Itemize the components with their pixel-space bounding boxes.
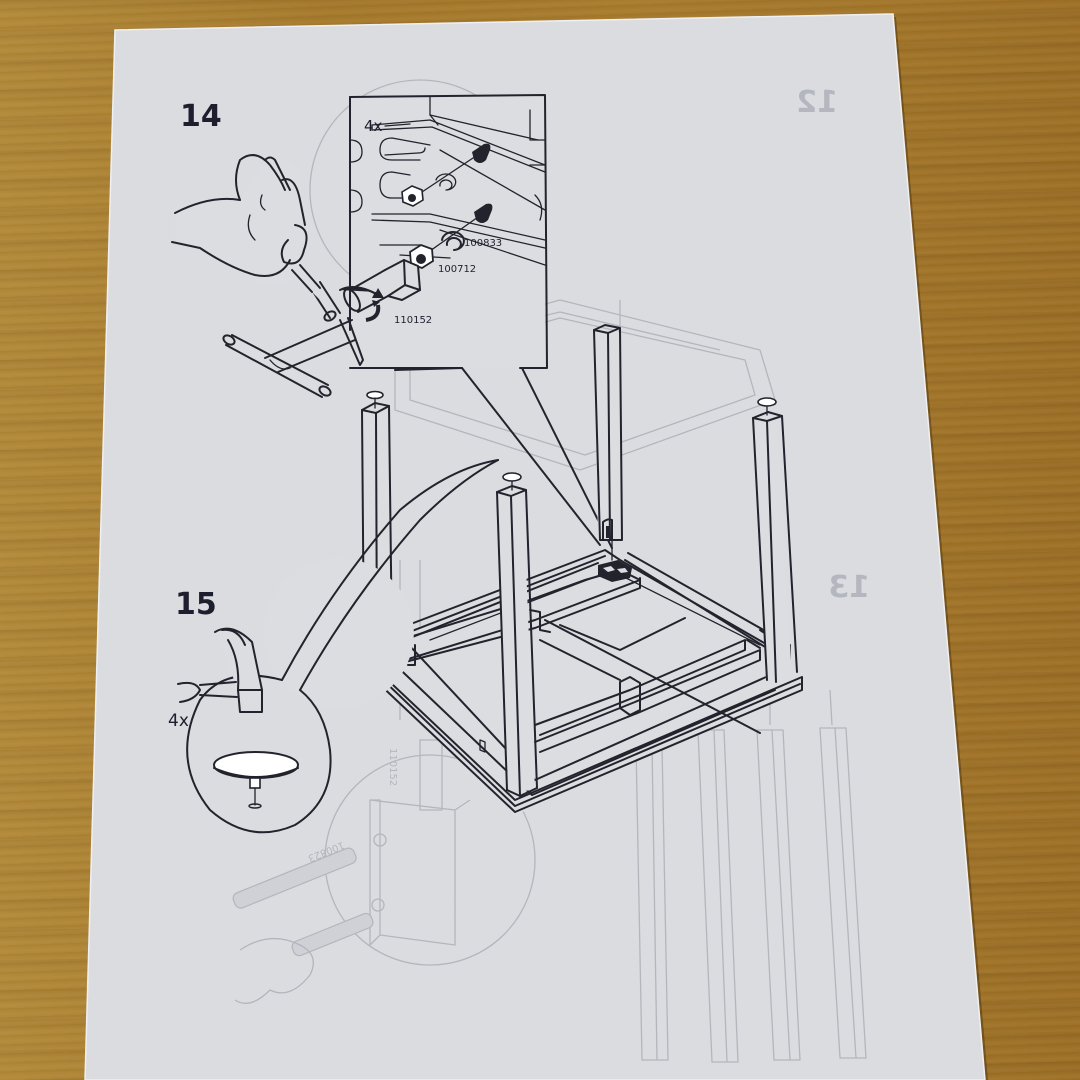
step-number-15: 15 [175, 587, 217, 622]
part-label-100833: 100833 [464, 238, 502, 249]
part-label-100712: 100712 [438, 264, 476, 275]
step-14: 14 [171, 94, 613, 549]
paper-edge [84, 13, 986, 1080]
socket-tool-icon [339, 259, 421, 322]
step-15: 15 4x [168, 459, 499, 834]
svg-text:12: 12 [796, 85, 838, 120]
step-14-multiplier: 4x [364, 117, 383, 135]
hammer-icon [177, 626, 263, 715]
svg-text:13: 13 [828, 570, 870, 605]
table-leg-front-right [752, 397, 798, 683]
table-leg-front-left [496, 472, 538, 797]
hardware-stack-upper [401, 143, 491, 207]
svg-text:110152: 110152 [387, 748, 398, 786]
corner-bracket-icon [598, 560, 632, 582]
table-leg-back-right-detached [593, 324, 623, 561]
lock-washer-icon [441, 231, 465, 251]
ghost-step-number-12: 12 [796, 85, 838, 120]
step-number-14: 14 [180, 99, 222, 134]
hand-with-screwdriver-icon [171, 154, 321, 300]
ghost-step-number-13: 13 [828, 570, 870, 605]
step-15-multiplier: 4x [168, 711, 189, 731]
part-label-110152: 110152 [394, 315, 432, 326]
glide-foot-icon [213, 751, 299, 809]
t-handle-bar-icon [222, 319, 356, 398]
